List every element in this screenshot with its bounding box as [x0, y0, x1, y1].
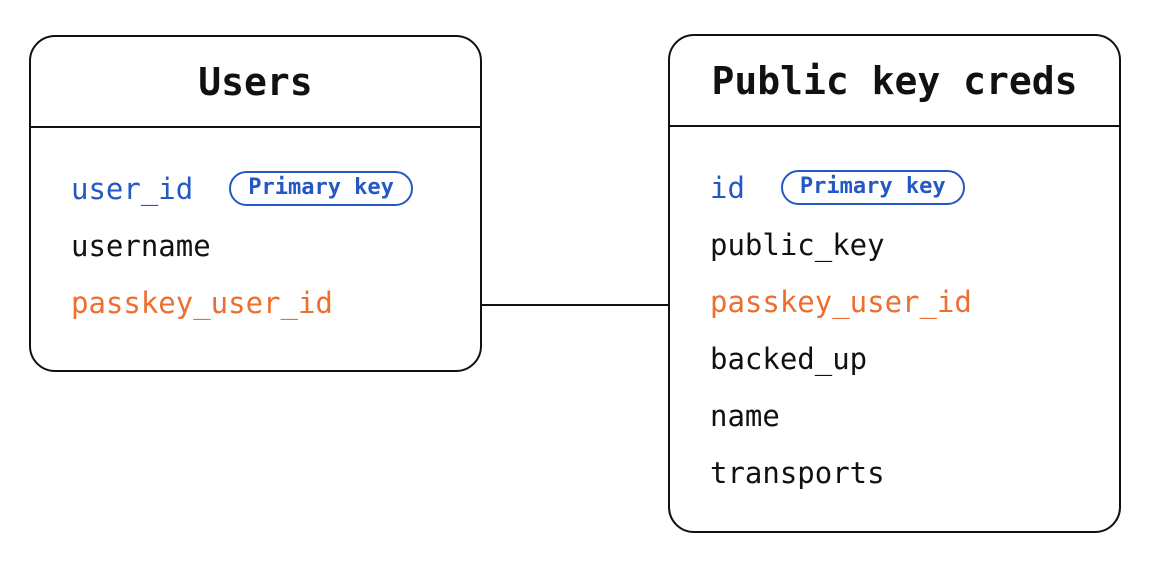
field-name: name [710, 398, 780, 433]
field-row-id: id Primary key [710, 159, 1099, 216]
table-public-key-creds: Public key creds id Primary key public_key… [668, 34, 1121, 533]
table-public-key-creds-header: Public key creds [670, 36, 1119, 127]
field-row-username: username [71, 217, 460, 274]
field-name: username [71, 228, 211, 263]
field-name: passkey_user_id [710, 284, 972, 319]
table-users: Users user_id Primary key username passkey_… [29, 35, 482, 372]
field-name: passkey_user_id [71, 285, 333, 320]
field-name: id [710, 170, 745, 205]
field-row-backed_up: backed_up [710, 330, 1099, 387]
field-row-user_id: user_id Primary key [71, 160, 460, 217]
field-row-public_key: public_key [710, 216, 1099, 273]
field-name: public_key [710, 227, 885, 262]
field-name: backed_up [710, 341, 868, 376]
primary-key-badge: Primary key [780, 170, 965, 205]
primary-key-badge: Primary key [229, 171, 413, 206]
table-users-header: Users [31, 37, 480, 128]
field-row-passkey_user_id: passkey_user_id [71, 274, 460, 331]
table-users-title: Users [198, 59, 313, 104]
table-users-fields: user_id Primary key username passkey_user_i… [31, 128, 480, 331]
table-public-key-creds-title: Public key creds [711, 58, 1078, 103]
field-row-name: name [710, 387, 1099, 444]
field-name: transports [710, 455, 885, 490]
field-row-transports: transports [710, 444, 1099, 501]
field-name: user_id [71, 171, 194, 206]
relation-line [482, 304, 668, 306]
field-row-passkey_user_id: passkey_user_id [710, 273, 1099, 330]
